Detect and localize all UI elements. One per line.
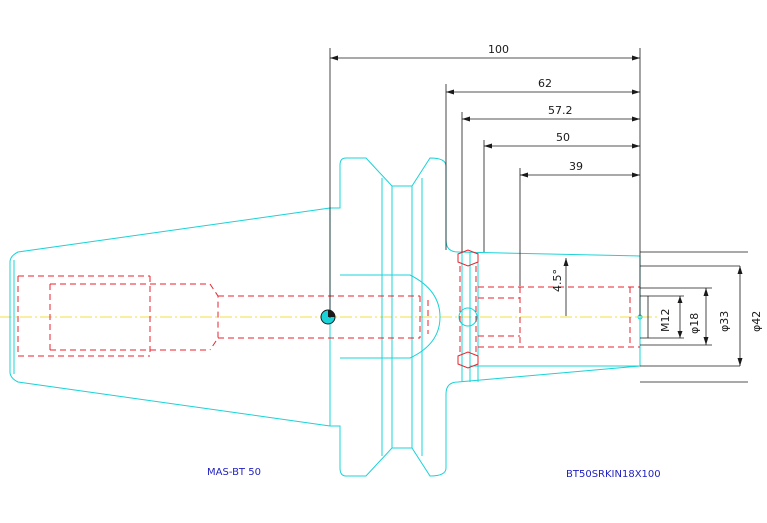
phi18-text: φ18 [688, 313, 701, 334]
screw-hole-top [457, 249, 479, 267]
phi42-text: φ42 [750, 311, 763, 332]
dim-62-text: 62 [538, 77, 552, 90]
dimensions [329, 48, 748, 383]
label-part-number: BT50SRKIN18X100 [566, 469, 661, 480]
tool-holder-outline [9, 157, 643, 477]
cross-hole [458, 307, 478, 327]
angle-text: 4.5° [551, 269, 564, 292]
dim-57-2-text: 57.2 [548, 104, 573, 117]
m12-text: M12 [659, 309, 672, 333]
hidden-lines [17, 249, 640, 369]
taper-shank [9, 207, 331, 427]
inner-bore [340, 274, 441, 359]
dim-50-text: 50 [556, 131, 570, 144]
origin-marker-quadrant [328, 310, 335, 317]
hidden-mid-chamfer [209, 283, 219, 351]
angle-arrow [563, 258, 569, 266]
dim-100-text: 100 [488, 43, 509, 56]
phi33-text: φ33 [718, 311, 731, 332]
dim-39-text: 39 [569, 160, 583, 173]
label-mas-bt50: MAS-BT 50 [207, 467, 261, 478]
screw-hole-bottom [457, 351, 479, 369]
